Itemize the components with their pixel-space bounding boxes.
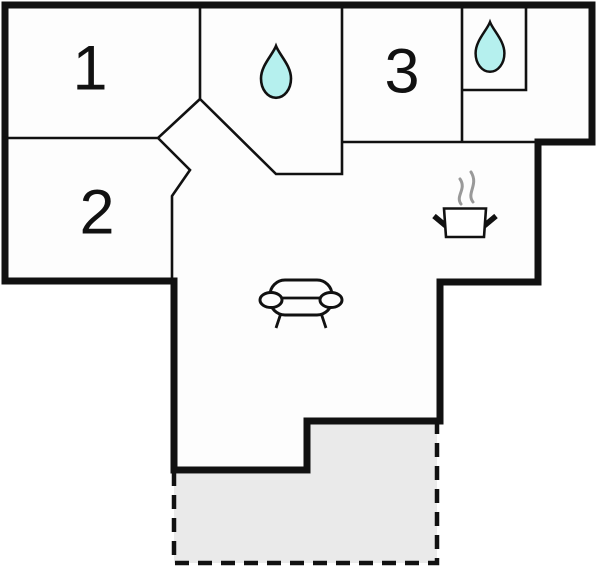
terrace-dashed-border — [171, 423, 440, 566]
sofa-icon — [258, 278, 344, 329]
room-label-3: 3 — [384, 36, 420, 107]
water-drop-icon — [474, 18, 506, 74]
cooking-pot-icon — [432, 170, 498, 239]
interior-walls — [2, 5, 538, 281]
building-outline — [1, 1, 596, 474]
terrace-area — [174, 424, 437, 563]
water-drop-icon — [259, 42, 293, 100]
steam-lines — [457, 170, 476, 206]
room-label-2: 2 — [79, 177, 115, 248]
room-label-1: 1 — [72, 33, 108, 104]
